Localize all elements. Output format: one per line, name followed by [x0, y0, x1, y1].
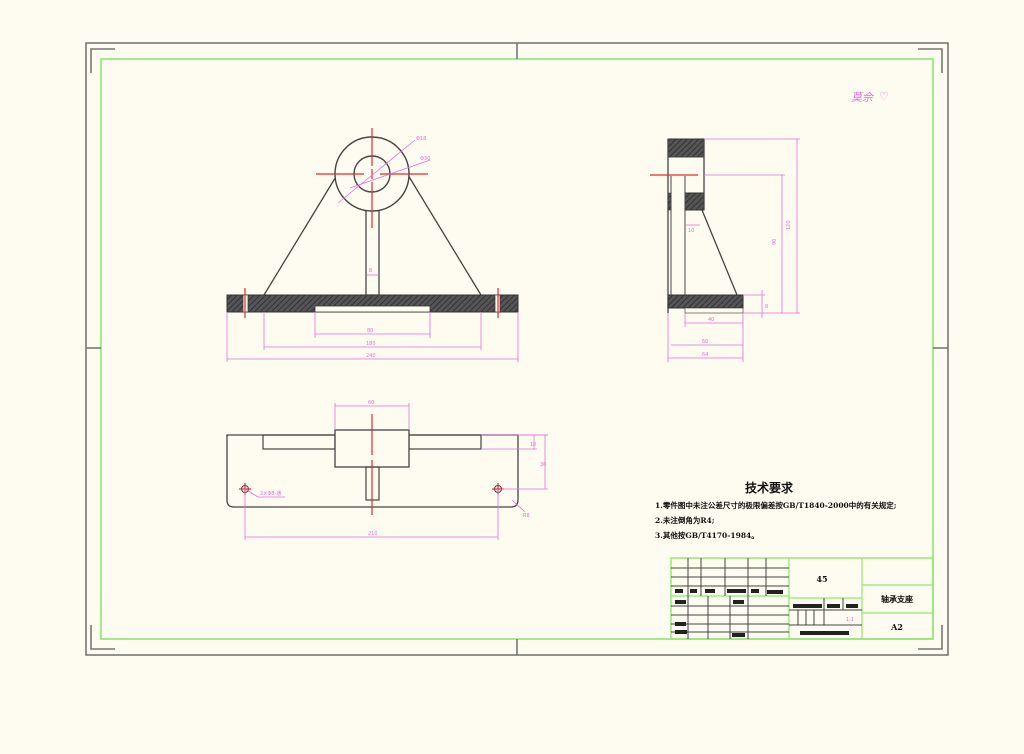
- svg-text:2×Φ8-通: 2×Φ8-通: [260, 490, 281, 497]
- technical-requirements: 技术要求 1.零件图中未注公差尺寸的极限偏差按GB/T1840-2000中的有关…: [655, 480, 897, 540]
- inner-border: [100, 58, 934, 640]
- svg-text:40: 40: [708, 317, 714, 323]
- svg-text:180: 180: [366, 341, 376, 347]
- svg-text:120: 120: [786, 220, 792, 230]
- tech-req-line: 2.未注倒角为R4;: [655, 515, 715, 525]
- sheet-frame: [85, 42, 949, 656]
- svg-text:10: 10: [530, 442, 536, 448]
- svg-text:Φ18: Φ18: [416, 136, 426, 142]
- base-slot: [314, 305, 431, 313]
- boss-section-bottom: [684, 192, 705, 211]
- front-view: Φ18 Φ30 8 80 180 240: [226, 128, 519, 362]
- svg-text:10: 10: [688, 228, 694, 234]
- drawing-number-cell: A2: [890, 622, 903, 632]
- tech-req-line: 1.零件图中未注公差尺寸的极限偏差按GB/T1840-2000中的有关规定;: [655, 500, 897, 510]
- signature-mark-icon: ♡: [879, 90, 889, 103]
- part-name-cell: 轴承支座: [881, 594, 913, 604]
- top-base-outline: [226, 434, 519, 508]
- svg-text:莫佘: 莫佘: [851, 91, 875, 104]
- svg-text:240: 240: [366, 353, 376, 359]
- svg-text:80: 80: [367, 328, 373, 334]
- svg-text:30: 30: [540, 462, 546, 468]
- signature: 莫佘 ♡: [851, 90, 889, 104]
- top-view: 60 10 30 2×Φ8-通 R8 210: [226, 400, 548, 540]
- svg-text:90: 90: [772, 239, 778, 245]
- side-view: 120 90 10 8 40 60 64: [650, 138, 800, 362]
- svg-text:64: 64: [702, 352, 708, 358]
- svg-text:210: 210: [368, 531, 378, 537]
- corner-mark-tr: [918, 48, 943, 73]
- corner-mark-tl: [90, 48, 115, 73]
- svg-text:8: 8: [765, 304, 768, 310]
- corner-mark-br: [918, 625, 943, 650]
- svg-text:R8: R8: [523, 513, 530, 519]
- title-block: 45 轴承支座 A2 1:1: [670, 557, 934, 640]
- scale-cell: 1:1: [846, 617, 854, 623]
- outer-border: [85, 42, 949, 656]
- svg-text:60: 60: [368, 400, 374, 406]
- svg-text:8: 8: [369, 268, 372, 274]
- corner-mark-bl: [90, 625, 115, 650]
- svg-text:60: 60: [702, 339, 708, 345]
- svg-text:Φ30: Φ30: [420, 156, 430, 162]
- tech-req-title: 技术要求: [745, 480, 794, 495]
- boss-section-top: [667, 138, 705, 158]
- side-base: [667, 294, 744, 309]
- material-cell: 45: [816, 574, 827, 584]
- tech-req-line: 3.其他按GB/T4170-1984。: [655, 530, 759, 540]
